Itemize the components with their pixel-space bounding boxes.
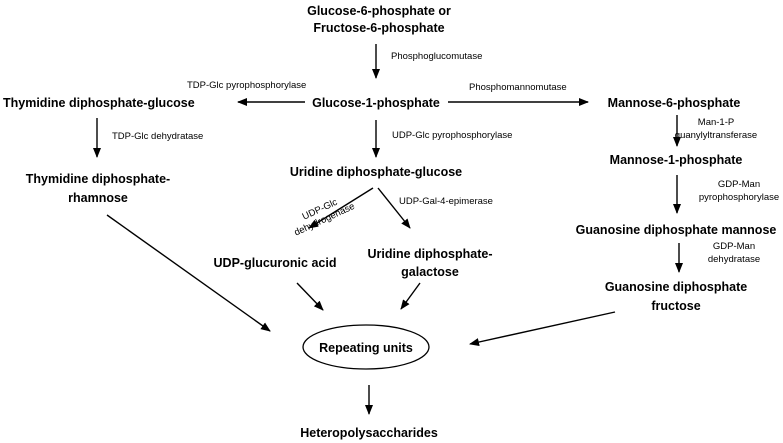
arrow-tdprha-to-repeat xyxy=(106,214,271,332)
enzyme-udp-glc-pyrophosphorylase: UDP-Glc pyrophosphorylase xyxy=(392,130,512,141)
enzyme-man-1-p-guanylyltransferase: Man-1-P guanylyltransferase xyxy=(675,117,757,141)
text-line: GDP-Man xyxy=(718,179,760,190)
text-line: Repeating units xyxy=(319,341,413,355)
text-line: Thymidine diphosphate- xyxy=(26,172,170,186)
enzyme-udp-glc-dehydrogenase: UDP-Glcdehydrogenase xyxy=(288,191,357,239)
node-tdp-glucose: Thymidine diphosphate-glucose xyxy=(3,96,195,110)
node-heteropolysaccharides: Heteropolysaccharides xyxy=(300,426,438,440)
text-line: Phosphomannomutase xyxy=(469,82,567,93)
enzyme-gdp-man-pyrophosphorylase: GDP-Man pyrophosphorylase xyxy=(699,179,779,203)
compound-nodes: Glucose-6-phosphate or Fructose-6-phospha… xyxy=(3,4,776,440)
arrow-udpglc-to-udpgal xyxy=(377,187,411,229)
text-line: UDP-Glc pyrophosphorylase xyxy=(392,130,512,141)
text-line: TDP-Glc pyrophosphorylase xyxy=(187,80,306,91)
text-line: Guanosine diphosphate xyxy=(605,280,747,294)
text-line: Phosphoglucomutase xyxy=(391,51,482,62)
enzyme-phosphoglucomutase: Phosphoglucomutase xyxy=(391,51,482,62)
node-gdp-fructose: Guanosine diphosphate fructose xyxy=(605,280,747,313)
text-line: Glucose-6-phosphate or xyxy=(307,4,451,18)
text-line: galactose xyxy=(401,265,459,279)
enzyme-udp-gal-4-epimerase: UDP-Gal-4-epimerase xyxy=(399,196,493,207)
text-line: Glucose-1-phosphate xyxy=(312,96,440,110)
text-line: guanylyltransferase xyxy=(675,130,757,141)
enzyme-gdp-man-dehydratase: GDP-Man dehydratase xyxy=(708,241,760,265)
text-line: rhamnose xyxy=(68,191,128,205)
node-glucose-1-phosphate: Glucose-1-phosphate xyxy=(312,96,440,110)
text-line: Man-1-P xyxy=(698,117,734,128)
node-glucose-6-phosphate: Glucose-6-phosphate or Fructose-6-phospha… xyxy=(307,4,451,35)
enzyme-tdp-glc-pyrophosphorylase: TDP-Glc pyrophosphorylase xyxy=(187,80,306,91)
text-line: Uridine diphosphate-glucose xyxy=(290,165,462,179)
node-gdp-mannose: Guanosine diphosphate mannose xyxy=(576,223,777,237)
text-line: pyrophosphorylase xyxy=(699,192,779,203)
text-line: Guanosine diphosphate mannose xyxy=(576,223,777,237)
node-repeating-units: Repeating units xyxy=(319,341,413,355)
arrows xyxy=(93,44,683,415)
arrow-udpglc-to-udpglca xyxy=(308,187,374,229)
text-line: Heteropolysaccharides xyxy=(300,426,438,440)
text-line: Mannose-1-phosphate xyxy=(610,153,743,167)
arrow-udpgal-to-repeat xyxy=(400,282,421,310)
node-udp-galactose: Uridine diphosphate-galactose xyxy=(368,247,493,279)
text-line: UDP-glucuronic acid xyxy=(214,256,337,270)
enzyme-tdp-glc-dehydratase: TDP-Glc dehydratase xyxy=(112,131,203,142)
text-line: Uridine diphosphate- xyxy=(368,247,493,261)
text-line: Thymidine diphosphate-glucose xyxy=(3,96,195,110)
text-line: GDP-Man xyxy=(713,241,755,252)
repeating-units-ellipse xyxy=(302,324,430,370)
enzyme-phosphomannomutase: Phosphomannomutase xyxy=(469,82,567,93)
node-mannose-6-phosphate: Mannose-6-phosphate xyxy=(608,96,741,110)
text-line: Fructose-6-phosphate xyxy=(313,21,444,35)
node-mannose-1-phosphate: Mannose-1-phosphate xyxy=(610,153,743,167)
node-udp-glucose: Uridine diphosphate-glucose xyxy=(290,165,462,179)
text-line: UDP-Gal-4-epimerase xyxy=(399,196,493,207)
arrow-udpglca-to-repeat xyxy=(296,282,324,311)
text-line: dehydratase xyxy=(708,254,760,265)
text-line: Mannose-6-phosphate xyxy=(608,96,741,110)
text-line: fructose xyxy=(651,299,700,313)
node-tdp-rhamnose: Thymidine diphosphate-rhamnose xyxy=(26,172,170,205)
text-line: TDP-Glc dehydratase xyxy=(112,131,203,142)
arrow-gdpfuc-to-repeat xyxy=(469,311,616,346)
node-udp-glucuronic-acid: UDP-glucuronic acid xyxy=(214,256,337,270)
